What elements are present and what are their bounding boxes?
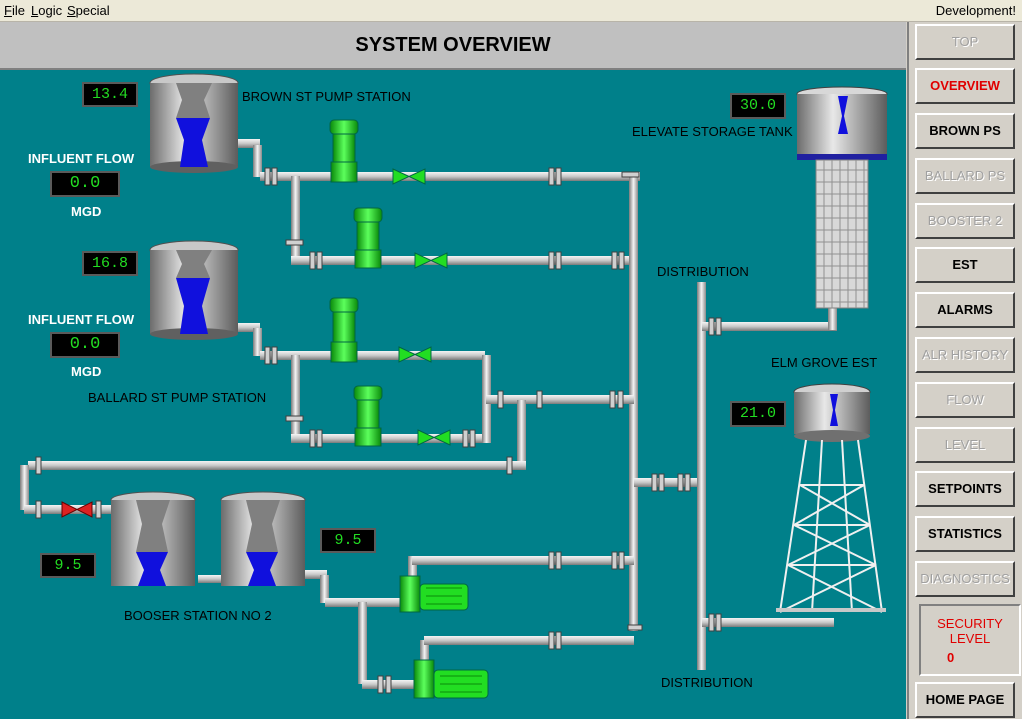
label-distribution-bottom: DISTRIBUTION (661, 675, 753, 690)
nav-overview-button[interactable]: OVERVIEW (915, 68, 1015, 104)
label-mgd-brown: MGD (71, 204, 102, 219)
label-mgd-ballard: MGD (71, 364, 102, 379)
booster-piping (198, 478, 704, 689)
ballard-pump-2[interactable] (353, 385, 383, 447)
pipe-flanges (35, 167, 722, 694)
elevated-storage-tank (796, 86, 888, 309)
brown-flow-readout: 0.0 (50, 171, 120, 197)
booster-pump-1[interactable] (399, 575, 469, 613)
ballard-level-readout: 16.8 (82, 251, 138, 276)
label-distribution-top: DISTRIBUTION (657, 264, 749, 279)
menu-special[interactable]: Special (67, 3, 110, 18)
elm-grove-tower (776, 383, 886, 613)
brown-pump-2[interactable] (353, 207, 383, 269)
nav-statistics-button[interactable]: STATISTICS (915, 516, 1015, 552)
nav-diagnostics-button[interactable]: DIAGNOSTICS (915, 561, 1015, 597)
ballard-ps-wetwell (149, 240, 239, 340)
booster-tank-a (110, 491, 196, 586)
menu-file[interactable]: File (4, 3, 25, 18)
page-title: SYSTEM OVERVIEW (355, 34, 551, 56)
elevated-tank-readout: 30.0 (730, 93, 786, 119)
closed-valve[interactable] (61, 501, 93, 518)
label-booster: BOOSER STATION NO 2 (124, 608, 272, 623)
nav-setpoints-button[interactable]: SETPOINTS (915, 471, 1015, 507)
process-diagram-svg (20, 73, 888, 699)
nav-est-button[interactable]: EST (915, 247, 1015, 283)
menu-bar: File Logic Special Development! (0, 0, 1022, 22)
distribution-piping (697, 282, 837, 670)
nav-home-page-button[interactable]: HOME PAGE (915, 682, 1015, 718)
label-ballard-ps: BALLARD ST PUMP STATION (88, 390, 267, 405)
security-value: 0 (947, 650, 955, 665)
status-development: Development! (935, 3, 1016, 18)
nav-flow-button[interactable]: FLOW (915, 382, 1015, 418)
nav-brown-ps-button[interactable]: BROWN PS (915, 113, 1015, 149)
menu-logic[interactable]: Logic (31, 3, 63, 18)
nav-level-button[interactable]: LEVEL (915, 427, 1015, 463)
process-diagram: BROWN ST PUMP STATION BALLARD ST PUMP ST… (0, 70, 906, 719)
check-valves[interactable] (392, 168, 451, 446)
nav-sidebar: TOP OVERVIEW BROWN PS BALLARD PS BOOSTER… (907, 22, 1022, 719)
label-elevated-tank: ELEVATE STORAGE TANK (632, 124, 793, 139)
nav-alarms-button[interactable]: ALARMS (915, 292, 1015, 328)
label-influent-flow-ballard: INFLUENT FLOW (28, 312, 135, 327)
security-panel: SECURITY LEVEL 0 (919, 604, 1021, 676)
label-influent-flow-brown: INFLUENT FLOW (28, 151, 135, 166)
nav-ballard-ps-button[interactable]: BALLARD PS (915, 158, 1015, 194)
booster-tank-b (220, 491, 306, 586)
booster-in-readout: 9.5 (40, 553, 96, 578)
booster-pump-2[interactable] (413, 659, 489, 699)
label-brown-ps: BROWN ST PUMP STATION (242, 89, 411, 104)
booster-out-readout: 9.5 (320, 528, 376, 553)
nav-booster-2-button[interactable]: BOOSTER 2 (915, 203, 1015, 239)
security-label: SECURITY LEVEL (937, 616, 1003, 646)
ballard-flow-readout: 0.0 (50, 332, 120, 358)
brown-ps-wetwell (149, 73, 239, 173)
ballard-pump-1[interactable] (329, 297, 359, 363)
brown-pump-1[interactable] (329, 119, 359, 183)
label-elm-grove: ELM GROVE EST (771, 355, 878, 370)
header-bar: SYSTEM OVERVIEW (0, 22, 906, 70)
brown-level-readout: 13.4 (82, 82, 138, 107)
nav-top-button[interactable]: TOP (915, 24, 1015, 60)
elm-grove-readout: 21.0 (730, 401, 786, 427)
nav-alr-history-button[interactable]: ALR HISTORY (915, 337, 1015, 373)
